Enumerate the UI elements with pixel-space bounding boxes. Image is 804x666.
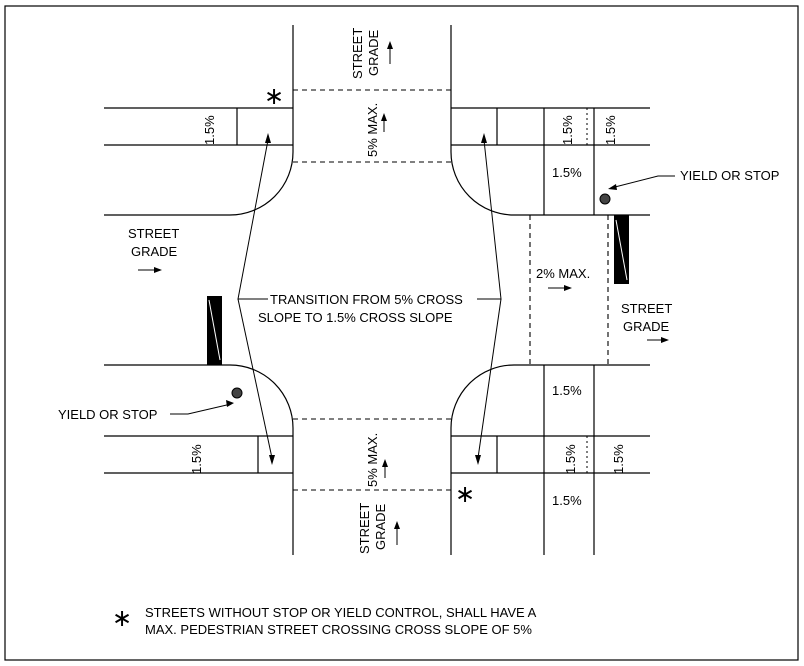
transition-label-line1: TRANSITION FROM 5% CROSS — [270, 292, 463, 307]
note-line2: MAX. PEDESTRIAN STREET CROSSING CROSS SL… — [145, 622, 532, 637]
slope-nw-label: 1.5% — [202, 115, 217, 145]
yield-stop-sw-label: YIELD OR STOP — [58, 407, 157, 422]
east-sidewalk-north — [451, 107, 650, 215]
max-5-top-label: 5% MAX. — [365, 103, 380, 157]
slope-se-c-label: 1.5% — [611, 444, 626, 474]
street-grade-top-line1: STREET — [350, 28, 365, 79]
street-grade-left-line2: GRADE — [131, 244, 178, 259]
yield-stop-sw-leader — [170, 403, 232, 415]
drawing-border — [4, 5, 799, 661]
west-sidewalk-north — [104, 107, 293, 146]
slope-ne-b-label: 1.5% — [603, 115, 618, 145]
transition-label-line2: SLOPE TO 1.5% CROSS SLOPE — [258, 310, 453, 325]
east-sidewalk-south — [451, 365, 650, 555]
street-grade-top-line2: GRADE — [366, 29, 381, 76]
slope-se-d-label: 1.5% — [552, 493, 582, 508]
street-edges — [104, 25, 650, 555]
street-grade-bottom-line2: GRADE — [373, 503, 388, 550]
transition-leaders — [237, 133, 502, 465]
sign-post-sw — [231, 387, 243, 399]
max-2-right-label: 2% MAX. — [536, 266, 590, 281]
note-line1: STREETS WITHOUT STOP OR YIELD CONTROL, S… — [145, 605, 537, 620]
yield-stop-ne-label: YIELD OR STOP — [680, 168, 779, 183]
stop-bar-east — [614, 215, 629, 284]
note-asterisk-icon: ∗ — [112, 605, 132, 632]
slope-se-b-label: 1.5% — [563, 444, 578, 474]
west-sidewalk-south — [104, 435, 293, 474]
street-grade-right-line1: STREET — [621, 301, 672, 316]
slope-sw-label: 1.5% — [189, 444, 204, 474]
sign-post-ne — [599, 193, 611, 205]
east-crosswalk — [529, 215, 609, 365]
asterisk-nw-icon: ∗ — [264, 83, 284, 110]
street-grade-bottom-line1: STREET — [357, 503, 372, 554]
asterisk-se-icon: ∗ — [455, 481, 475, 508]
slope-se-a-label: 1.5% — [552, 383, 582, 398]
street-grade-left-line1: STREET — [128, 226, 179, 241]
stop-bar-west — [207, 296, 222, 365]
max-5-bottom-label: 5% MAX. — [365, 433, 380, 487]
slope-ne-a-label: 1.5% — [560, 115, 575, 145]
grade-arrows — [138, 41, 669, 545]
street-grade-right-line2: GRADE — [623, 319, 670, 334]
slope-ne-c-label: 1.5% — [552, 165, 582, 180]
yield-stop-ne-leader — [610, 175, 675, 189]
